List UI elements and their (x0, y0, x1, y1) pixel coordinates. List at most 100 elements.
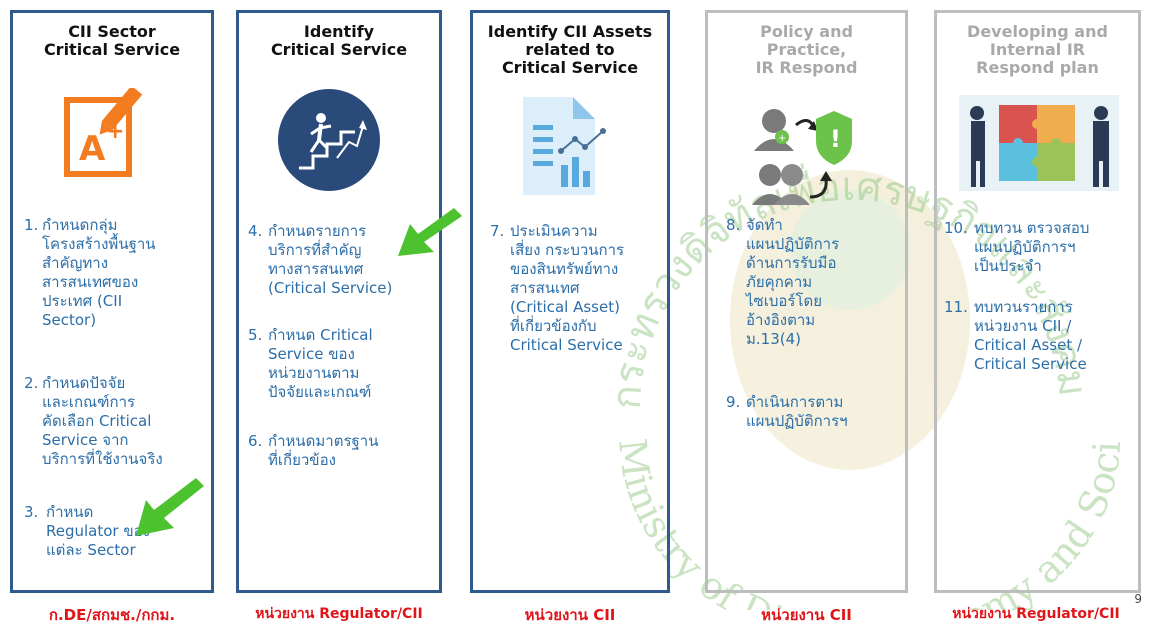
step-line: กำหนดปัจจัย (42, 374, 126, 392)
step-line: แผนปฏิบัติการฯ (746, 412, 848, 430)
column-cii-sector: CII Sector Critical Service A + (10, 10, 214, 593)
footer-responsible-party: หน่วยงาน Regulator/CII (255, 606, 423, 622)
step-item: 5. กำหนด Critical Service ของ หน่วยงานตา… (248, 326, 440, 402)
svg-text:A: A (79, 129, 106, 169)
title-line: Internal IR (989, 40, 1086, 59)
title-line: Practice, (766, 40, 847, 59)
step-line: ทางสารสนเทศ (268, 260, 364, 278)
column-title: Developing and Internal IR Respond plan (937, 23, 1138, 77)
title-line: Respond plan (976, 58, 1099, 77)
step-line: แผนปฏิบัติการฯ (974, 238, 1076, 256)
grade-a-plus-icon: A + (64, 88, 143, 177)
step-line: Regulator ของ (46, 522, 150, 540)
step-line: แผนปฏิบัติการ (746, 235, 840, 253)
step-line: กำหนดมาตรฐาน (268, 432, 379, 450)
footer-responsible-party: หน่วยงาน CII (761, 606, 852, 624)
step-item: 9. ดำเนินการตาม แผนปฏิบัติการฯ (726, 393, 904, 431)
climbing-stairs-icon (278, 89, 380, 191)
svg-text:+: + (778, 133, 786, 144)
step-line: กำหนด Critical (268, 326, 373, 344)
title-line: Developing and (967, 22, 1108, 41)
footer-responsible-party: หน่วยงาน Regulator/CII (952, 606, 1120, 622)
step-line: ภัยคุกคาม (746, 273, 813, 291)
column-identify-cii-assets: Identify CII Assets related to Critical … (470, 10, 670, 593)
title-line: Policy and (760, 22, 853, 41)
step-line: ดำเนินการตาม (746, 393, 844, 411)
step-line: Service ของ (268, 345, 355, 363)
step-line: หน่วยงาน CII / (974, 317, 1072, 335)
step-number: 10. (944, 219, 968, 237)
title-line: Critical Service (501, 58, 639, 77)
document-chart-icon (523, 97, 606, 195)
step-number: 6. (248, 432, 263, 450)
step-line: ทบทวน ตรวจสอบ (974, 219, 1090, 237)
step-line: บริการที่ใช้งานจริง (42, 450, 163, 468)
step-item: 8. จัดทำ แผนปฏิบัติการ ด้านการรับมือ ภัย… (726, 216, 904, 349)
svg-text:!: ! (830, 125, 841, 153)
step-item: 7. ประเมินความ เสี่ยง กระบวนการ ของสินทร… (490, 222, 668, 355)
page-number: 9 (1134, 592, 1142, 606)
title-line: IR Respond (755, 58, 858, 77)
column-identify-critical-service: Identify Critical Service (236, 10, 442, 593)
step-number: 3. (24, 503, 39, 521)
footer-responsible-party: ก.DE/สกมช./กกม. (48, 606, 176, 624)
step-number: 1. (24, 216, 39, 234)
footer-responsible-party: หน่วยงาน CII (524, 606, 616, 624)
step-line: ที่เกี่ยวข้อง (268, 451, 336, 469)
step-line: ของสินทรัพย์ทาง (510, 260, 619, 278)
step-line: ประเมินความ (510, 222, 598, 240)
column-policy-practice: Policy and Practice, IR Respond + ! (705, 10, 908, 593)
step-item: 3. กำหนด Regulator ของ แต่ละ Sector (24, 503, 212, 560)
column-developing-ir-plan: Developing and Internal IR Respond plan (934, 10, 1141, 593)
step-line: หน่วยงานตาม (268, 364, 360, 382)
column-title: Identify CII Assets related to Critical … (473, 23, 667, 77)
step-item: 1. กำหนดกลุ่ม โครงสร้างพื้นฐาน สำคัญทาง … (24, 216, 212, 330)
step-line: Sector) (42, 311, 97, 329)
step-number: 5. (248, 326, 263, 344)
user-security-shield-icon: + ! (752, 109, 852, 205)
step-line: ไซเบอร์โดย (746, 292, 823, 310)
step-line: สารสนเทศของ (42, 273, 139, 291)
green-arrow-icon (136, 478, 204, 536)
step-number: 9. (726, 393, 741, 411)
title-line: related to (525, 40, 615, 59)
step-number: 2. (24, 374, 39, 392)
step-line: อ้างอิงตาม (746, 311, 816, 329)
step-line: จัดทำ (746, 216, 783, 234)
green-arrow-icon (398, 208, 462, 256)
title-line: Identify CII Assets (487, 22, 653, 41)
step-number: 7. (490, 222, 505, 240)
step-line: บริการที่สำคัญ (268, 241, 362, 259)
step-number: 8. (726, 216, 741, 234)
step-line: โครงสร้างพื้นฐาน (42, 235, 156, 253)
step-number: 4. (248, 222, 263, 240)
title-line: Identify (303, 22, 375, 41)
step-line: ที่เกี่ยวข้องกับ (510, 317, 597, 335)
step-line: สำคัญทาง (42, 254, 109, 272)
team-puzzle-icon (959, 95, 1119, 191)
step-line: กำหนดกลุ่ม (42, 216, 118, 234)
step-line: Critical Service (974, 355, 1087, 373)
title-line: Critical Service (270, 40, 408, 59)
column-title: Policy and Practice, IR Respond (708, 23, 905, 77)
step-line: กำหนดรายการ (268, 222, 367, 240)
step-line: ปัจจัยและเกณฑ์ (268, 383, 372, 401)
step-line: สารสนเทศ (510, 279, 580, 297)
step-number: 11. (944, 298, 968, 316)
step-line: (Critical Asset) (510, 298, 620, 316)
step-line: ประเทศ (CII (42, 292, 123, 310)
column-title: Identify Critical Service (239, 23, 439, 59)
step-line: กำหนด (46, 503, 94, 521)
step-line: ทบทวนรายการ (974, 298, 1073, 316)
step-line: และเกณฑ์การ (42, 393, 136, 411)
title-line: CII Sector (68, 22, 156, 41)
step-item: 10. ทบทวน ตรวจสอบ แผนปฏิบัติการฯ เป็นประ… (944, 219, 1140, 276)
step-item: 11. ทบทวนรายการ หน่วยงาน CII / Critical … (944, 298, 1140, 374)
step-line: Critical Asset / (974, 336, 1083, 354)
step-item: 4. กำหนดรายการ บริการที่สำคัญ ทางสารสนเท… (248, 222, 440, 298)
step-line: คัดเลือก Critical (42, 412, 152, 430)
step-item: 6. กำหนดมาตรฐาน ที่เกี่ยวข้อง (248, 432, 440, 470)
step-line: เสี่ยง กระบวนการ (510, 241, 625, 259)
step-line: ด้านการรับมือ (746, 254, 837, 272)
step-line: Critical Service (510, 336, 623, 354)
